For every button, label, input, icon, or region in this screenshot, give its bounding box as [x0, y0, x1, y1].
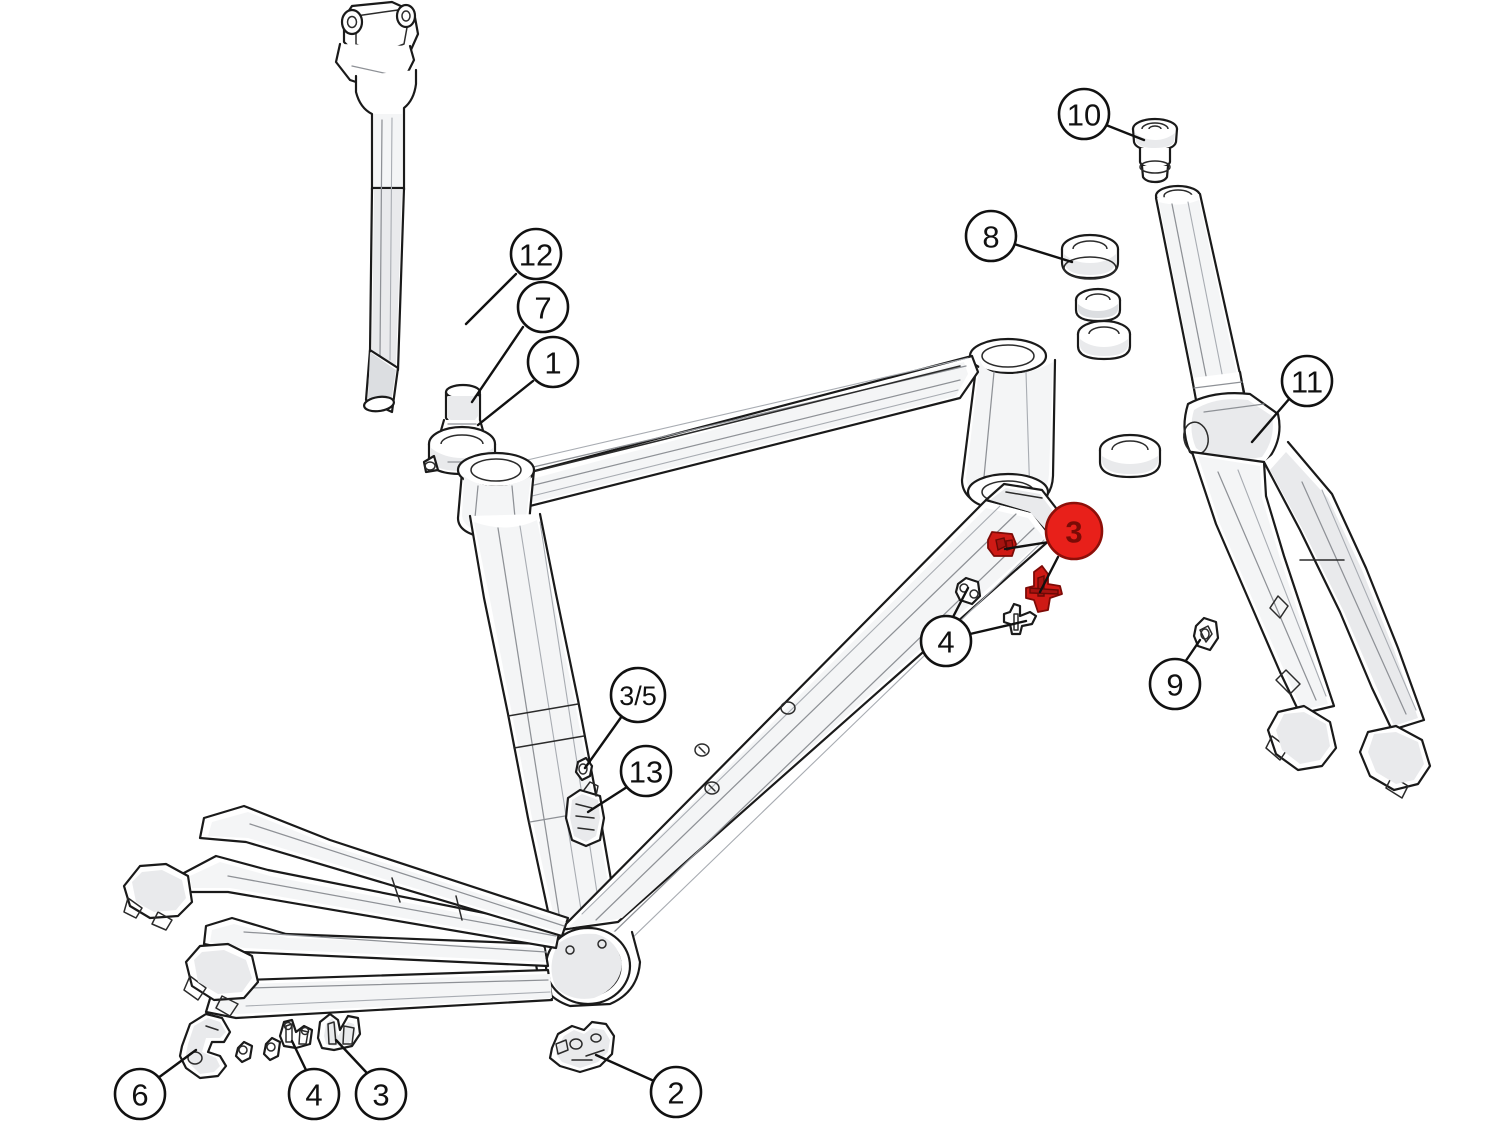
callout-3-highlight-leader-line	[1003, 540, 1051, 551]
callout-1[interactable]: 1	[476, 335, 580, 427]
callout-4-bottom[interactable]: 4	[287, 1039, 341, 1121]
callout-10-label: 10	[1067, 98, 1101, 133]
callout-9-leader-line	[1183, 638, 1202, 664]
callout-7-circle[interactable]	[516, 280, 570, 334]
part-cable-stop-bolt	[1002, 602, 1038, 636]
callout-6-leader-line	[156, 1048, 198, 1080]
callout-10-leader-line	[1104, 123, 1146, 142]
callout-11-circle[interactable]	[1280, 354, 1334, 408]
callout-12-leader-line	[464, 272, 518, 326]
callout-3-bottom-circle[interactable]	[354, 1067, 408, 1121]
callout-11-label: 11	[1291, 365, 1323, 400]
callout-9[interactable]: 9	[1148, 638, 1202, 711]
callout-3-highlight-leader-line-2	[1038, 555, 1060, 594]
part-cable-guide-bracket	[316, 1012, 362, 1052]
callout-7-leader-line	[470, 325, 525, 404]
callout-3-highlight[interactable]: 3	[1003, 501, 1104, 594]
callout-4-mid-circle[interactable]	[919, 614, 973, 668]
callout-13-leader-line	[586, 785, 629, 814]
part-cable-stop-bolt-set	[278, 1018, 314, 1050]
callout-3-highlight-circle[interactable]	[1044, 501, 1104, 561]
callout-4-bottom-label: 4	[305, 1078, 322, 1113]
callout-8-label: 8	[982, 220, 999, 255]
part-cable-entry-cover	[564, 781, 606, 848]
callout-12[interactable]: 12	[464, 227, 563, 326]
callout-13-label: 13	[629, 755, 663, 790]
callout-3-5[interactable]: 3/5	[583, 666, 667, 770]
part-cable-guide-screw	[954, 576, 982, 606]
callout-8-leader-line	[1012, 242, 1074, 264]
callout-10-circle[interactable]	[1057, 87, 1111, 141]
callout-3-5-leader-line	[583, 714, 624, 770]
callout-3-5-label: 3/5	[619, 681, 657, 711]
callout-4-mid-leader-line-2	[968, 619, 1028, 636]
callout-6-label: 6	[131, 1078, 148, 1113]
callout-4-mid-leader-line	[951, 586, 970, 619]
callout-8[interactable]: 8	[964, 209, 1074, 264]
callout-2-leader-line	[594, 1053, 656, 1083]
callout-9-circle[interactable]	[1148, 657, 1202, 711]
callout-7[interactable]: 7	[470, 280, 570, 404]
part-fork	[1154, 184, 1432, 799]
callout-8-circle[interactable]	[964, 209, 1018, 263]
callout-2[interactable]: 2	[594, 1053, 703, 1119]
part-bb-cable-guide	[548, 1020, 616, 1074]
callout-3-bottom[interactable]: 3	[334, 1038, 408, 1121]
part-frame-main	[122, 337, 1058, 1020]
part-headset	[1060, 117, 1179, 479]
callout-1-leader-line	[476, 379, 535, 427]
callout-3-5-circle[interactable]	[609, 666, 667, 724]
callout-1-circle[interactable]	[526, 335, 580, 389]
part-cable-port-grommet-red	[987, 531, 1017, 557]
callout-3-bottom-leader-line	[334, 1038, 368, 1074]
part-seatpost	[334, 0, 420, 414]
callout-11[interactable]: 11	[1250, 354, 1334, 444]
callout-6[interactable]: 6	[113, 1048, 198, 1121]
callout-13[interactable]: 13	[586, 744, 673, 814]
callout-9-label: 9	[1166, 668, 1183, 703]
callout-3-bottom-label: 3	[372, 1078, 389, 1113]
callout-2-circle[interactable]	[649, 1065, 703, 1119]
callout-2-label: 2	[667, 1076, 684, 1111]
callout-4-bottom-leader-line	[290, 1039, 308, 1072]
callout-7-label: 7	[534, 291, 551, 326]
callout-11-leader-line	[1250, 396, 1292, 444]
callout-4-bottom-circle[interactable]	[287, 1067, 341, 1121]
callout-layer: 12 7 1 10 8 11 3 4 9 3/5 13 6 4 3 2	[113, 87, 1334, 1121]
part-derailleur-hanger	[178, 1012, 282, 1080]
part-cable-port-clip-red	[1025, 565, 1063, 613]
callout-12-circle[interactable]	[509, 227, 563, 281]
callout-4-mid[interactable]: 4	[919, 586, 1028, 668]
callout-3-highlight-label: 3	[1065, 515, 1082, 550]
callout-10[interactable]: 10	[1057, 87, 1146, 142]
callout-12-label: 12	[519, 238, 553, 273]
callout-13-circle[interactable]	[619, 744, 673, 798]
callout-4-mid-label: 4	[937, 625, 954, 660]
callout-6-circle[interactable]	[113, 1067, 167, 1121]
callout-1-label: 1	[544, 346, 561, 381]
